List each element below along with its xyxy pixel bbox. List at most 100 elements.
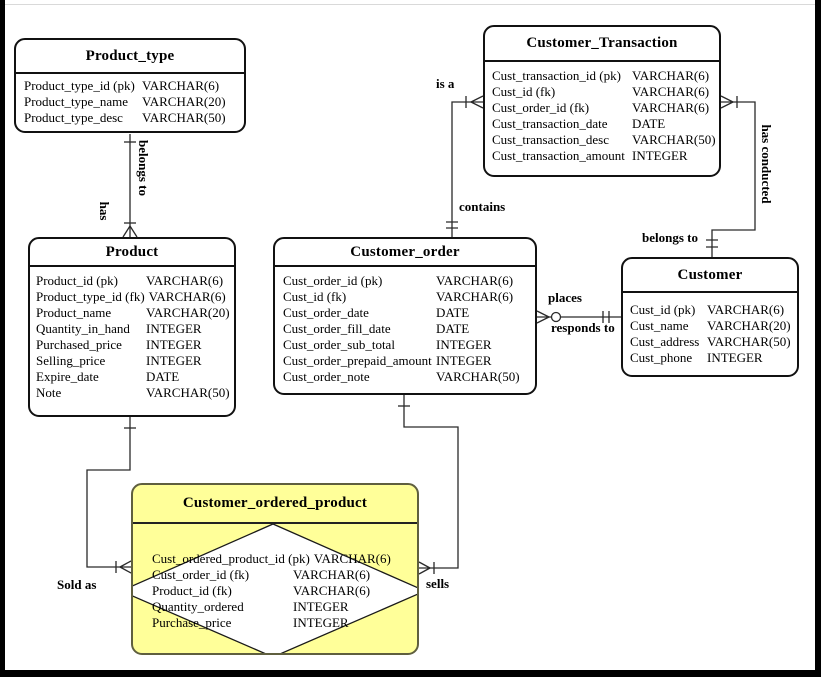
attr-row: Cust_order_date DATE [275, 305, 535, 321]
attr-name: Cust_order_id (fk) [152, 567, 250, 582]
attr-type: INTEGER [293, 615, 349, 630]
attr-type: VARCHAR(6) [436, 273, 514, 288]
attr-name: Product_id (pk) [36, 273, 118, 288]
rel-label-responds-to: responds to [551, 320, 615, 335]
attr-name: Cust_phone [630, 350, 693, 365]
attr-type: VARCHAR(50) [632, 132, 716, 147]
attr-name: Cust_name [630, 318, 689, 333]
attr-name: Product_type_id (pk) [24, 78, 135, 93]
attr-name: Note [36, 385, 62, 400]
attr-name: Cust_id (fk) [283, 289, 347, 304]
rel-label-is-a: is a [436, 76, 455, 91]
attr-name: Quantity_ordered [152, 599, 244, 614]
attr-row: Product_type_id (fk)VARCHAR(6) [30, 289, 234, 305]
attr-row: Cust_order_id (fk) VARCHAR(6) [133, 567, 417, 583]
attr-name: Cust_order_id (fk) [492, 100, 590, 115]
attr-type: VARCHAR(6) [632, 84, 710, 99]
rel-customer-order-transaction [446, 95, 484, 237]
attr-type: DATE [436, 321, 470, 336]
attr-type: INTEGER [436, 337, 492, 352]
attr-row: Cust_id (pk)VARCHAR(6) [623, 302, 797, 318]
attr-name: Cust_id (pk) [630, 302, 696, 317]
attr-row: Product_id (pk)VARCHAR(6) [30, 273, 234, 289]
attr-type: VARCHAR(50) [142, 110, 226, 125]
attr-name: Product_type_name [24, 94, 128, 109]
entity-customer-ordered-product: Customer_ordered_product Cust_ordered_pr… [131, 483, 419, 655]
attr-row: Cust_order_note VARCHAR(50) [275, 369, 535, 385]
attr-name: Cust_transaction_date [492, 116, 608, 131]
entity-product: Product Product_id (pk)VARCHAR(6) Produc… [28, 237, 236, 417]
attr-name: Cust_order_note [283, 369, 370, 384]
attr-type: INTEGER [146, 337, 202, 352]
attr-row: Cust_ordered_product_id (pk)VARCHAR(6) [133, 551, 417, 567]
attr-type: INTEGER [293, 599, 349, 614]
attr-row: Cust_order_prepaid_amount INTEGER [275, 353, 535, 369]
attr-name: Product_name [36, 305, 112, 320]
attr-type: INTEGER [632, 148, 688, 163]
attr-row: Quantity_in_hand INTEGER [30, 321, 234, 337]
attr-type: VARCHAR(50) [436, 369, 520, 384]
attr-row: Cust_name VARCHAR(20) [623, 318, 797, 334]
attr-name: Product_type_id (fk) [36, 289, 145, 304]
attr-type: VARCHAR(6) [142, 78, 220, 93]
attr-name: Cust_order_fill_date [283, 321, 391, 336]
attr-type: VARCHAR(50) [707, 334, 791, 349]
entity-rows: Product_type_id (pk) VARCHAR(6) Product_t… [16, 74, 244, 126]
attr-row: Cust_order_fill_date DATE [275, 321, 535, 337]
attr-name: Cust_transaction_amount [492, 148, 625, 163]
entity-title-customer: Customer [623, 259, 797, 293]
attr-type: VARCHAR(6) [313, 551, 391, 566]
attr-name: Cust_order_prepaid_amount [283, 353, 432, 368]
attr-name: Selling_price [36, 353, 106, 368]
attr-name: Expire_date [36, 369, 99, 384]
attr-type: VARCHAR(6) [293, 583, 371, 598]
entity-title-customer-transaction: Customer_Transaction [485, 27, 719, 62]
frame-top-border [0, 4, 821, 5]
entity-title-customer-order: Customer_order [275, 239, 535, 267]
attr-type: VARCHAR(6) [632, 68, 710, 83]
attr-row: Cust_id (fk)VARCHAR(6) [275, 289, 535, 305]
attr-name: Cust_ordered_product_id (pk) [152, 551, 310, 566]
attr-type: VARCHAR(6) [148, 289, 226, 304]
attr-name: Cust_order_id (pk) [283, 273, 383, 288]
attr-type: DATE [436, 305, 470, 320]
attr-name: Purchase_price [152, 615, 232, 630]
attr-name: Product_type_desc [24, 110, 123, 125]
attr-row: Product_id (fk)VARCHAR(6) [133, 583, 417, 599]
entity-title-product: Product [30, 239, 234, 267]
attr-type: VARCHAR(50) [146, 385, 230, 400]
attr-row: Cust_order_id (fk) VARCHAR(6) [485, 100, 719, 116]
entity-rows: Cust_transaction_id (pk) VARCHAR(6) Cust_… [485, 62, 719, 164]
attr-row: Product_type_desc VARCHAR(50) [16, 110, 244, 126]
rel-label-contains: contains [459, 199, 506, 214]
rel-label-sold-as: Sold as [57, 577, 97, 592]
entity-rows: Product_id (pk)VARCHAR(6) Product_type_i… [30, 267, 234, 401]
attr-type: INTEGER [146, 353, 202, 368]
attr-row: Selling_price INTEGER [30, 353, 234, 369]
entity-title-customer-ordered-product: Customer_ordered_product [133, 485, 417, 524]
attr-type: VARCHAR(20) [707, 318, 791, 333]
attr-type: VARCHAR(6) [293, 567, 371, 582]
attr-type: INTEGER [146, 321, 202, 336]
attr-name: Cust_id (fk) [492, 84, 556, 99]
rel-label-has: has [97, 201, 112, 221]
entity-customer: Customer Cust_id (pk)VARCHAR(6) Cust_nam… [621, 257, 799, 377]
attr-row: Cust_transaction_amount INTEGER [485, 148, 719, 164]
attr-row: Quantity_ordered INTEGER [133, 599, 417, 615]
attr-type: INTEGER [436, 353, 492, 368]
attr-row: Purchase_price INTEGER [133, 615, 417, 631]
attr-name: Quantity_in_hand [36, 321, 130, 336]
attr-row: Cust_id (fk) VARCHAR(6) [485, 84, 719, 100]
relationship-diamond [133, 523, 417, 653]
attr-name: Cust_order_date [283, 305, 369, 320]
attr-type: VARCHAR(20) [146, 305, 230, 320]
attr-type: VARCHAR(6) [632, 100, 710, 115]
rel-label-sells: sells [426, 576, 450, 591]
attr-name: Cust_transaction_id (pk) [492, 68, 621, 83]
